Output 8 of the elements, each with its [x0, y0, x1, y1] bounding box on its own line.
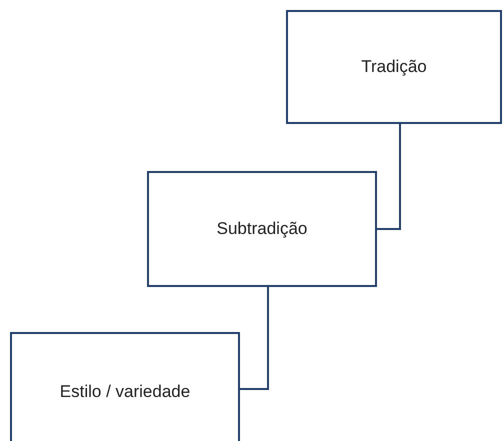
- process-box: [147, 171, 377, 287]
- box-label: Tradição: [360, 57, 428, 77]
- box-label: Subtradição: [216, 219, 308, 239]
- process-box: [10, 332, 240, 441]
- connector-line: [240, 287, 269, 390]
- process-box: [286, 10, 502, 124]
- connector-line: [377, 124, 401, 230]
- box-label: Estilo / variedade: [58, 382, 192, 402]
